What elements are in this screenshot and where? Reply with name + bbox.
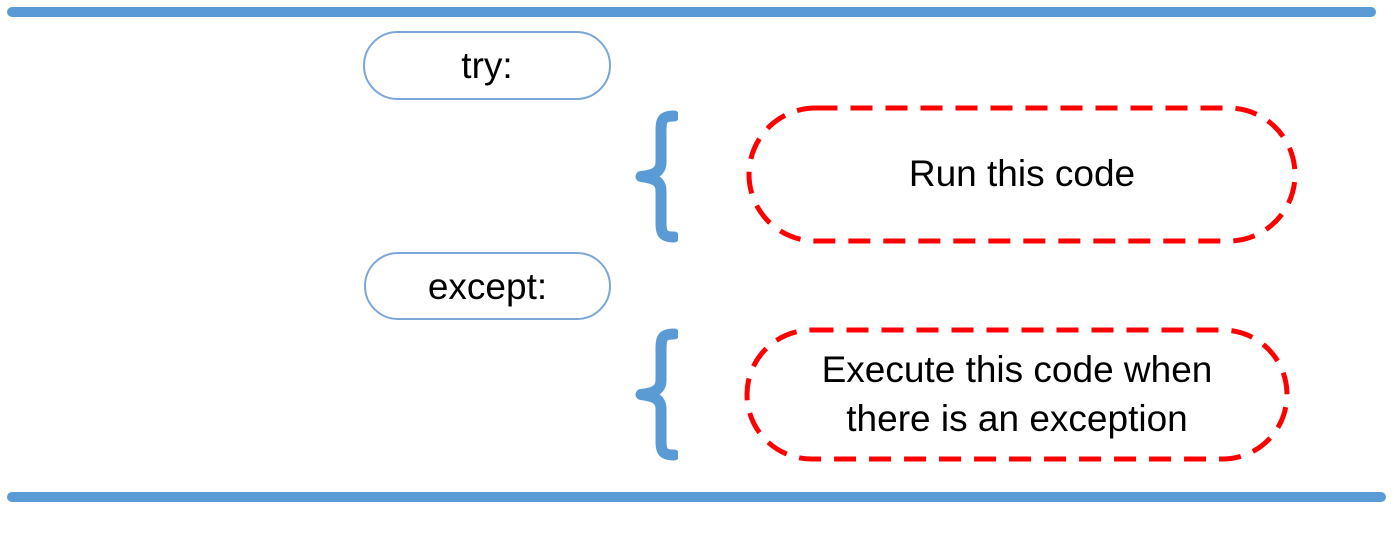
keyword-pill-except-label: except: <box>427 265 548 307</box>
code-callout-exception[interactable]: Execute this code when there is an excep… <box>744 327 1290 462</box>
code-callout-run[interactable]: Run this code <box>746 105 1298 244</box>
keyword-pill-try-label: try: <box>461 45 513 86</box>
curly-brace-icon-except <box>634 328 678 461</box>
bottom-divider-rule <box>7 492 1386 502</box>
keyword-pill-except[interactable]: except: <box>364 252 611 320</box>
code-callout-exception-line1: Execute this code when <box>821 349 1213 391</box>
curly-brace-icon-try <box>634 110 678 243</box>
code-callout-exception-line2: there is an exception <box>846 397 1188 439</box>
code-callout-exception-text: Execute this code when there is an excep… <box>744 327 1290 462</box>
keyword-pill-try[interactable]: try: <box>363 31 611 100</box>
top-divider-rule <box>7 7 1376 17</box>
code-callout-run-text: Run this code <box>746 105 1298 244</box>
code-callout-run-line1: Run this code <box>908 153 1136 195</box>
